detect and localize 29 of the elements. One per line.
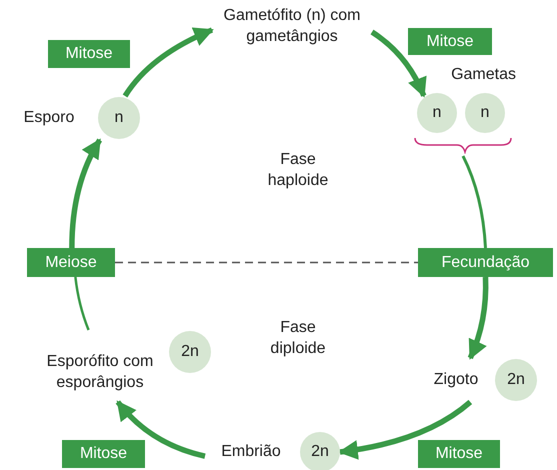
cell-circle: 2n	[495, 359, 537, 401]
process-box: Mitose	[418, 440, 500, 468]
arrow	[370, 30, 426, 98]
process-box: Meiose	[27, 248, 115, 277]
cell-name: Esporo	[22, 108, 76, 128]
process-box: Mitose	[48, 40, 130, 68]
stage-label: Gametófito (n) com gametângios	[212, 6, 372, 56]
phase-label: Fase haploide	[266, 150, 330, 191]
cell-circle: n	[465, 93, 505, 133]
connector-line	[462, 155, 487, 248]
arrow	[338, 400, 472, 460]
process-box: Fecundação	[418, 248, 553, 277]
arrow	[116, 400, 206, 459]
connector-line	[74, 276, 90, 330]
arrow	[69, 138, 102, 248]
cell-circle: n	[98, 97, 140, 139]
cell-circle: 2n	[169, 331, 211, 373]
process-box: Mitose	[408, 28, 492, 55]
arrow	[468, 276, 488, 360]
cell-name: Zigoto	[432, 370, 480, 390]
cell-circle: n	[417, 93, 457, 133]
cell-name: Embrião	[220, 442, 282, 462]
dashed-line	[115, 262, 418, 264]
group-label: Gametas	[451, 66, 516, 84]
cell-circle: 2n	[300, 432, 340, 470]
arrow	[122, 27, 214, 98]
phase-label: Fase diploide	[269, 318, 327, 359]
process-box: Mitose	[62, 440, 145, 468]
cell-name: Esporófito com esporângios	[46, 352, 154, 393]
